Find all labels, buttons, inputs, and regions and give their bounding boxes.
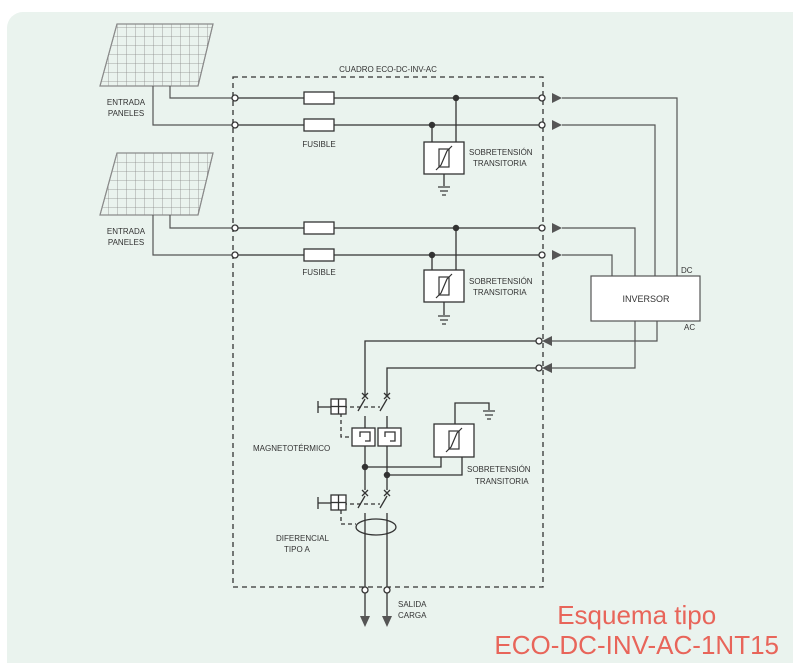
- spd-mid-label-line1: SOBRETENSIÓN: [469, 277, 533, 286]
- output-label-line2: CARGA: [398, 611, 427, 620]
- output-label-line1: SALIDA: [398, 600, 427, 609]
- ac-feed-lines: [552, 321, 658, 369]
- dc-feed-lines: [562, 97, 678, 276]
- spd-ac: [361, 402, 490, 479]
- panel-mid-lead-pos: [169, 215, 234, 229]
- inverter-ac-label: AC: [684, 323, 695, 332]
- rcd-label-line2: TIPO A: [284, 545, 310, 554]
- dc-bus-top: [231, 94, 546, 129]
- background-panel: [7, 12, 793, 663]
- arrow-right-icon: [552, 93, 562, 260]
- panel-mid-lead-neg: [152, 215, 234, 256]
- solar-panel-icon: [99, 152, 214, 216]
- panel-top-lead-neg: [152, 86, 234, 126]
- spd-ac-label-line2: TRANSITORIA: [475, 477, 529, 486]
- arrow-left-icon: [542, 336, 552, 373]
- varistor-icon: [435, 145, 453, 171]
- panel-mid-label-line2: PANELES: [108, 238, 144, 247]
- solar-panel-icon: [99, 23, 214, 87]
- handle-icon: [317, 398, 347, 415]
- enclosure-title: CUADRO ECO-DC-INV-AC: [339, 65, 437, 74]
- rcd-label-line1: DIFERENCIAL: [276, 534, 329, 543]
- output-terminals: [361, 586, 391, 616]
- fuse-icon: [303, 221, 335, 235]
- footer-title-line2: ECO-DC-INV-AC-1NT15: [494, 630, 779, 660]
- breaker-switch: [340, 392, 402, 490]
- varistor-icon: [435, 273, 453, 299]
- spd-mid-label-line2: TRANSITORIA: [473, 288, 527, 297]
- varistor-icon: [445, 427, 463, 453]
- panel-top-label-line2: PANELES: [108, 109, 144, 118]
- ac-bus: [364, 337, 543, 396]
- fuse-icon: [303, 248, 335, 262]
- spd-mid: [423, 224, 465, 315]
- panel-top-lead-pos: [169, 86, 234, 99]
- ground-icon: [483, 410, 495, 420]
- fuse-icon: [303, 91, 335, 105]
- fuse-icon: [303, 118, 335, 132]
- spd-top-label-line2: TRANSITORIA: [473, 159, 527, 168]
- spd-top: [423, 94, 465, 186]
- inverter-dc-label: DC: [681, 266, 693, 275]
- dc-bus-mid: [231, 224, 546, 259]
- footer-title-line1: Esquema tipo: [557, 600, 717, 630]
- rcd-switch: [340, 489, 397, 587]
- footer-title: Esquema tipo ECO-DC-INV-AC-1NT15: [494, 600, 779, 660]
- panel-mid-label-line1: ENTRADA: [107, 227, 146, 236]
- ground-icon: [438, 315, 450, 325]
- breaker-label: MAGNETOTÉRMICO: [253, 444, 330, 453]
- spd-top-label-line1: SOBRETENSIÓN: [469, 148, 533, 157]
- panel-top-label-line1: ENTRADA: [107, 98, 146, 107]
- ground-icon: [438, 186, 450, 196]
- arrow-down-icon: [360, 616, 392, 627]
- inverter-label: INVERSOR: [622, 294, 670, 304]
- handle-icon: [317, 494, 347, 511]
- spd-ac-label-line1: SOBRETENSIÓN: [467, 465, 531, 474]
- fuse-top-label: FUSIBLE: [302, 140, 335, 149]
- fuse-mid-label: FUSIBLE: [302, 268, 335, 277]
- inverter-box: [590, 275, 701, 322]
